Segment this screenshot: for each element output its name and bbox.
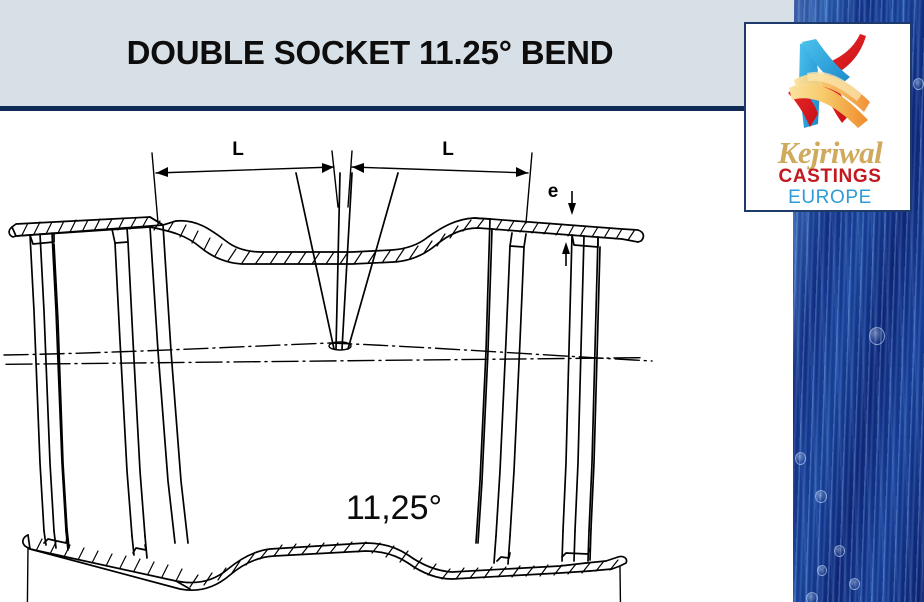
- dimension-label-L-left: L: [232, 139, 244, 160]
- dimension-label-L-right: L: [442, 139, 454, 160]
- technical-drawing: L L e 11,25°: [0, 111, 793, 602]
- bend-cross-section-svg: L L e 11,25°: [3, 139, 653, 602]
- angle-label: 11,25°: [346, 489, 442, 527]
- logo-line-europe: EUROPE: [788, 187, 872, 208]
- kejriwal-k-monogram-icon: [788, 34, 870, 128]
- page-title: DOUBLE SOCKET 11.25° BEND: [126, 34, 614, 71]
- logo-brand-name: Kejriwal: [777, 135, 883, 170]
- title-bar: [0, 0, 794, 106]
- title-bar-underline: [0, 106, 794, 111]
- logo-line-castings: CASTINGS: [778, 166, 882, 187]
- logo-card[interactable]: Kejriwal CASTINGS EUROPE: [744, 22, 912, 212]
- dimension-label-e-thickness: e: [548, 181, 559, 202]
